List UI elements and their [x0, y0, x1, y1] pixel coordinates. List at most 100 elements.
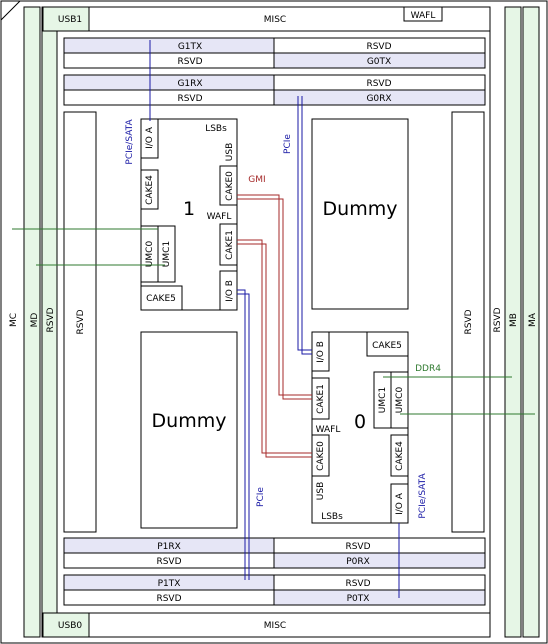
rail-mb [504, 6, 522, 638]
rsvd-bottom-1-right [273, 537, 486, 554]
usb1-block [42, 6, 90, 32]
die1-cake1-label: CAKE1 [225, 230, 235, 260]
rsvd-top-2-left [63, 52, 275, 69]
pcie-line-die0-io-b-2 [301, 96, 312, 355]
p0tx-label: P0TX [347, 594, 370, 604]
pcie-sata-label-die0: PCIe/SATA [418, 473, 428, 519]
die1-usb-label: USB [225, 143, 235, 161]
rsvd-right-column [451, 111, 485, 533]
rsvd-top-3-right-label: RSVD [366, 79, 391, 89]
p0rx-label: P0RX [346, 557, 370, 567]
rsvd-top-4-left [63, 89, 275, 106]
rail-ma [522, 6, 540, 638]
die0-lsbs-label: LSBs [321, 512, 343, 522]
label-rsvd-right-rail: RSVD [493, 307, 503, 332]
gmi-link-cake1-to-cake0 [237, 239, 312, 454]
wafl-top-label: WAFL [411, 11, 436, 21]
g1rx-label: G1RX [177, 79, 202, 89]
die1-wafl-label: WAFL [207, 212, 232, 222]
die1-cake5-label: CAKE5 [146, 294, 176, 304]
g1rx-block [63, 74, 275, 91]
rsvd-right-column-label: RSVD [464, 309, 474, 334]
dummy-top-label: Dummy [323, 198, 398, 220]
p1rx-label: P1RX [157, 542, 181, 552]
pcie-line-die0-io-b [297, 96, 312, 351]
die0-wafl-label: WAFL [316, 425, 341, 435]
die0-io-b [311, 331, 330, 372]
die0-cake4 [390, 434, 409, 477]
die0-cake0 [311, 434, 330, 477]
gmi-link-cake0-to-cake1-b [237, 198, 312, 400]
label-md: MD [30, 313, 40, 328]
g0rx-block [273, 89, 486, 106]
usb0-label: USB0 [58, 621, 82, 631]
ddr4-label: DDR4 [415, 364, 441, 374]
die0-umc0-label: UMC0 [395, 387, 405, 414]
die0-cake0-label: CAKE0 [316, 441, 326, 471]
die1-umc1 [157, 225, 176, 283]
usb0-block [42, 612, 90, 638]
rsvd-left-column [63, 111, 97, 533]
pcie-sata-label-die1: PCIe/SATA [125, 119, 135, 165]
die0-io-b-label: I/O B [316, 341, 326, 363]
die1-umc0-label: UMC0 [145, 241, 155, 268]
die0-cake5-label: CAKE5 [372, 341, 402, 351]
gmi-link-cake1-to-cake0-b [237, 243, 312, 458]
corner-notch [0, 0, 22, 22]
g0rx-label: G0RX [366, 94, 391, 104]
dummy-bottom-block [140, 331, 238, 529]
rsvd-bottom-1-right-label: RSVD [345, 542, 370, 552]
g0tx-label: G0TX [367, 57, 391, 67]
wafl-top-block [403, 6, 443, 22]
misc-bottom-label: MISC [264, 621, 286, 631]
dummy-bottom-label: Dummy [152, 410, 227, 432]
die0-io-a-label: I/O A [395, 492, 405, 515]
rsvd-bottom-4-left-label: RSVD [156, 594, 181, 604]
die1-lsbs-label: LSBs [205, 124, 227, 134]
die1-cake0 [219, 165, 238, 206]
g1tx-block [63, 37, 275, 54]
gmi-link-cake0-to-cake1 [237, 194, 312, 396]
label-rsvd-left-rail: RSVD [46, 307, 56, 332]
pcie-label-bottom: PCIe [256, 487, 266, 507]
dummy-top-block [311, 118, 409, 310]
misc-top-label: MISC [264, 15, 286, 25]
die0-cake1-label: CAKE1 [316, 384, 326, 414]
rsvd-bottom-3-right-label: RSVD [345, 579, 370, 589]
rsvd-top-2-left-label: RSVD [177, 57, 202, 67]
label-ma: MA [528, 312, 538, 327]
die0-umc1-label: UMC1 [378, 387, 388, 413]
die0-usb-label: USB [316, 482, 326, 500]
die0-number: 0 [354, 411, 366, 433]
die1-umc1-label: UMC1 [162, 241, 172, 267]
p0rx-block [273, 552, 486, 569]
rsvd-top-1-right-label: RSVD [366, 42, 391, 52]
die0-cake5 [366, 331, 409, 357]
die1-cake4-label: CAKE4 [145, 175, 155, 205]
pcie-line-die1-io-b [237, 289, 246, 580]
die1-cake5 [140, 285, 183, 311]
rsvd-bottom-2-left-label: RSVD [156, 557, 181, 567]
gmi-label: GMI [248, 175, 265, 185]
usb1-label: USB1 [58, 15, 82, 25]
core-area [56, 30, 491, 615]
die1-io-b-label: I/O B [225, 280, 235, 302]
g1tx-label: G1TX [178, 42, 202, 52]
die0-cake4-label: CAKE4 [395, 441, 405, 471]
rail-mc [23, 6, 41, 638]
label-mc: MC [9, 313, 19, 327]
pcie-label-top: PCIe [283, 134, 293, 154]
p1tx-label: P1TX [158, 579, 181, 589]
p0tx-block [273, 589, 486, 606]
g0tx-block [273, 52, 486, 69]
misc-bottom-block [88, 612, 491, 638]
die1-number: 1 [183, 198, 195, 220]
rsvd-left-column-label: RSVD [76, 309, 86, 334]
die1-io-a-label: I/O A [145, 126, 155, 149]
die1-cake0-label: CAKE0 [225, 171, 235, 201]
label-mb: MB [509, 313, 519, 327]
rsvd-top-4-left-label: RSVD [177, 94, 202, 104]
die1-cake4 [140, 169, 159, 210]
rsvd-bottom-3-right [273, 574, 486, 591]
